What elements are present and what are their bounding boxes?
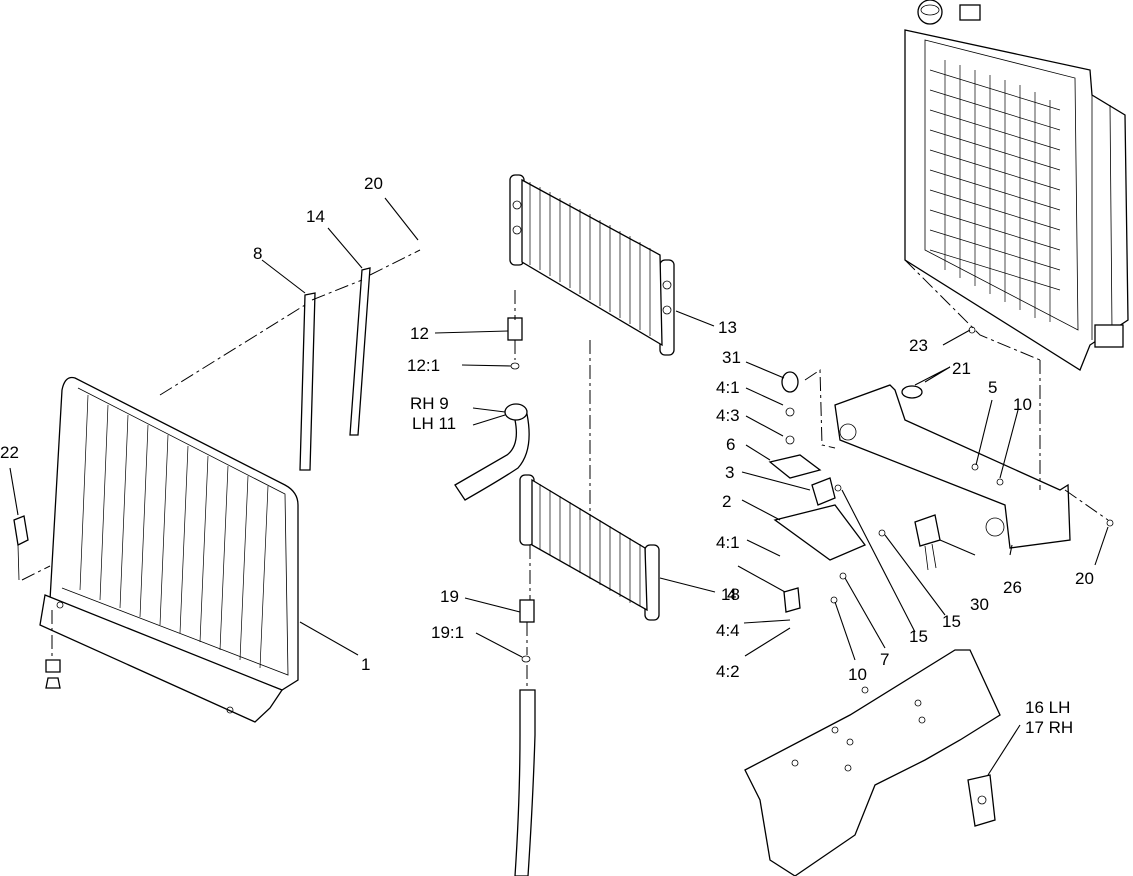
callout-4-2: 4:2 (716, 662, 740, 681)
hose-fittings (454, 290, 591, 876)
callout-10-lower: 10 (848, 665, 867, 684)
callout-5: 5 (988, 378, 997, 397)
callout-20-right: 20 (1075, 569, 1094, 588)
leader-lines (9, 197, 1109, 776)
callout-13: 13 (718, 318, 737, 337)
callout-15-left: 15 (909, 627, 928, 646)
callout-26: 26 (1003, 578, 1022, 597)
callout-14: 14 (306, 207, 325, 226)
callout-2: 2 (722, 492, 731, 511)
callout-10-upper: 10 (1013, 395, 1032, 414)
callout-17-rh: 17 RH (1025, 718, 1073, 737)
callout-3: 3 (725, 463, 734, 482)
condenser-upper (509, 174, 675, 356)
radiator-core-fins (929, 60, 1061, 322)
seal-strips (159, 249, 421, 471)
radiator-assembly (904, 0, 1129, 371)
callout-31: 31 (722, 348, 741, 367)
callout-20-upper: 20 (364, 174, 383, 193)
callout-19-1: 19:1 (431, 623, 464, 642)
callout-labels: 1 2 3 4 4:1 4:1 4:2 4:3 4:4 5 6 7 8 RH 9… (0, 174, 1094, 737)
callout-12: 12 (410, 324, 429, 343)
callout-18: 18 (721, 585, 740, 604)
callout-19: 19 (440, 587, 459, 606)
callout-4-4: 4:4 (716, 621, 740, 640)
callout-6: 6 (726, 435, 735, 454)
callout-lh-11: LH 11 (412, 414, 456, 433)
callout-4: 4 (727, 585, 736, 604)
condenser-lower (519, 474, 660, 621)
callout-15-right: 15 (942, 612, 961, 631)
callout-22: 22 (0, 443, 19, 462)
callout-16-lh: 16 LH (1025, 698, 1070, 717)
side-frame (744, 649, 1001, 876)
callout-4-1-lower: 4:1 (716, 533, 740, 552)
callout-12-1: 12:1 (407, 356, 440, 375)
callout-21: 21 (952, 359, 971, 378)
callout-1: 1 (361, 655, 370, 674)
callout-4-3: 4:3 (716, 406, 740, 425)
callout-8: 8 (253, 244, 262, 263)
mount-bracket (768, 326, 1114, 613)
screen-panel (39, 376, 299, 723)
callout-4-1-upper: 4:1 (716, 378, 740, 397)
callout-23: 23 (909, 336, 928, 355)
callout-rh-9: RH 9 (410, 394, 449, 413)
callout-7: 7 (880, 650, 889, 669)
callout-30: 30 (970, 595, 989, 614)
latch-hardware (13, 515, 61, 689)
